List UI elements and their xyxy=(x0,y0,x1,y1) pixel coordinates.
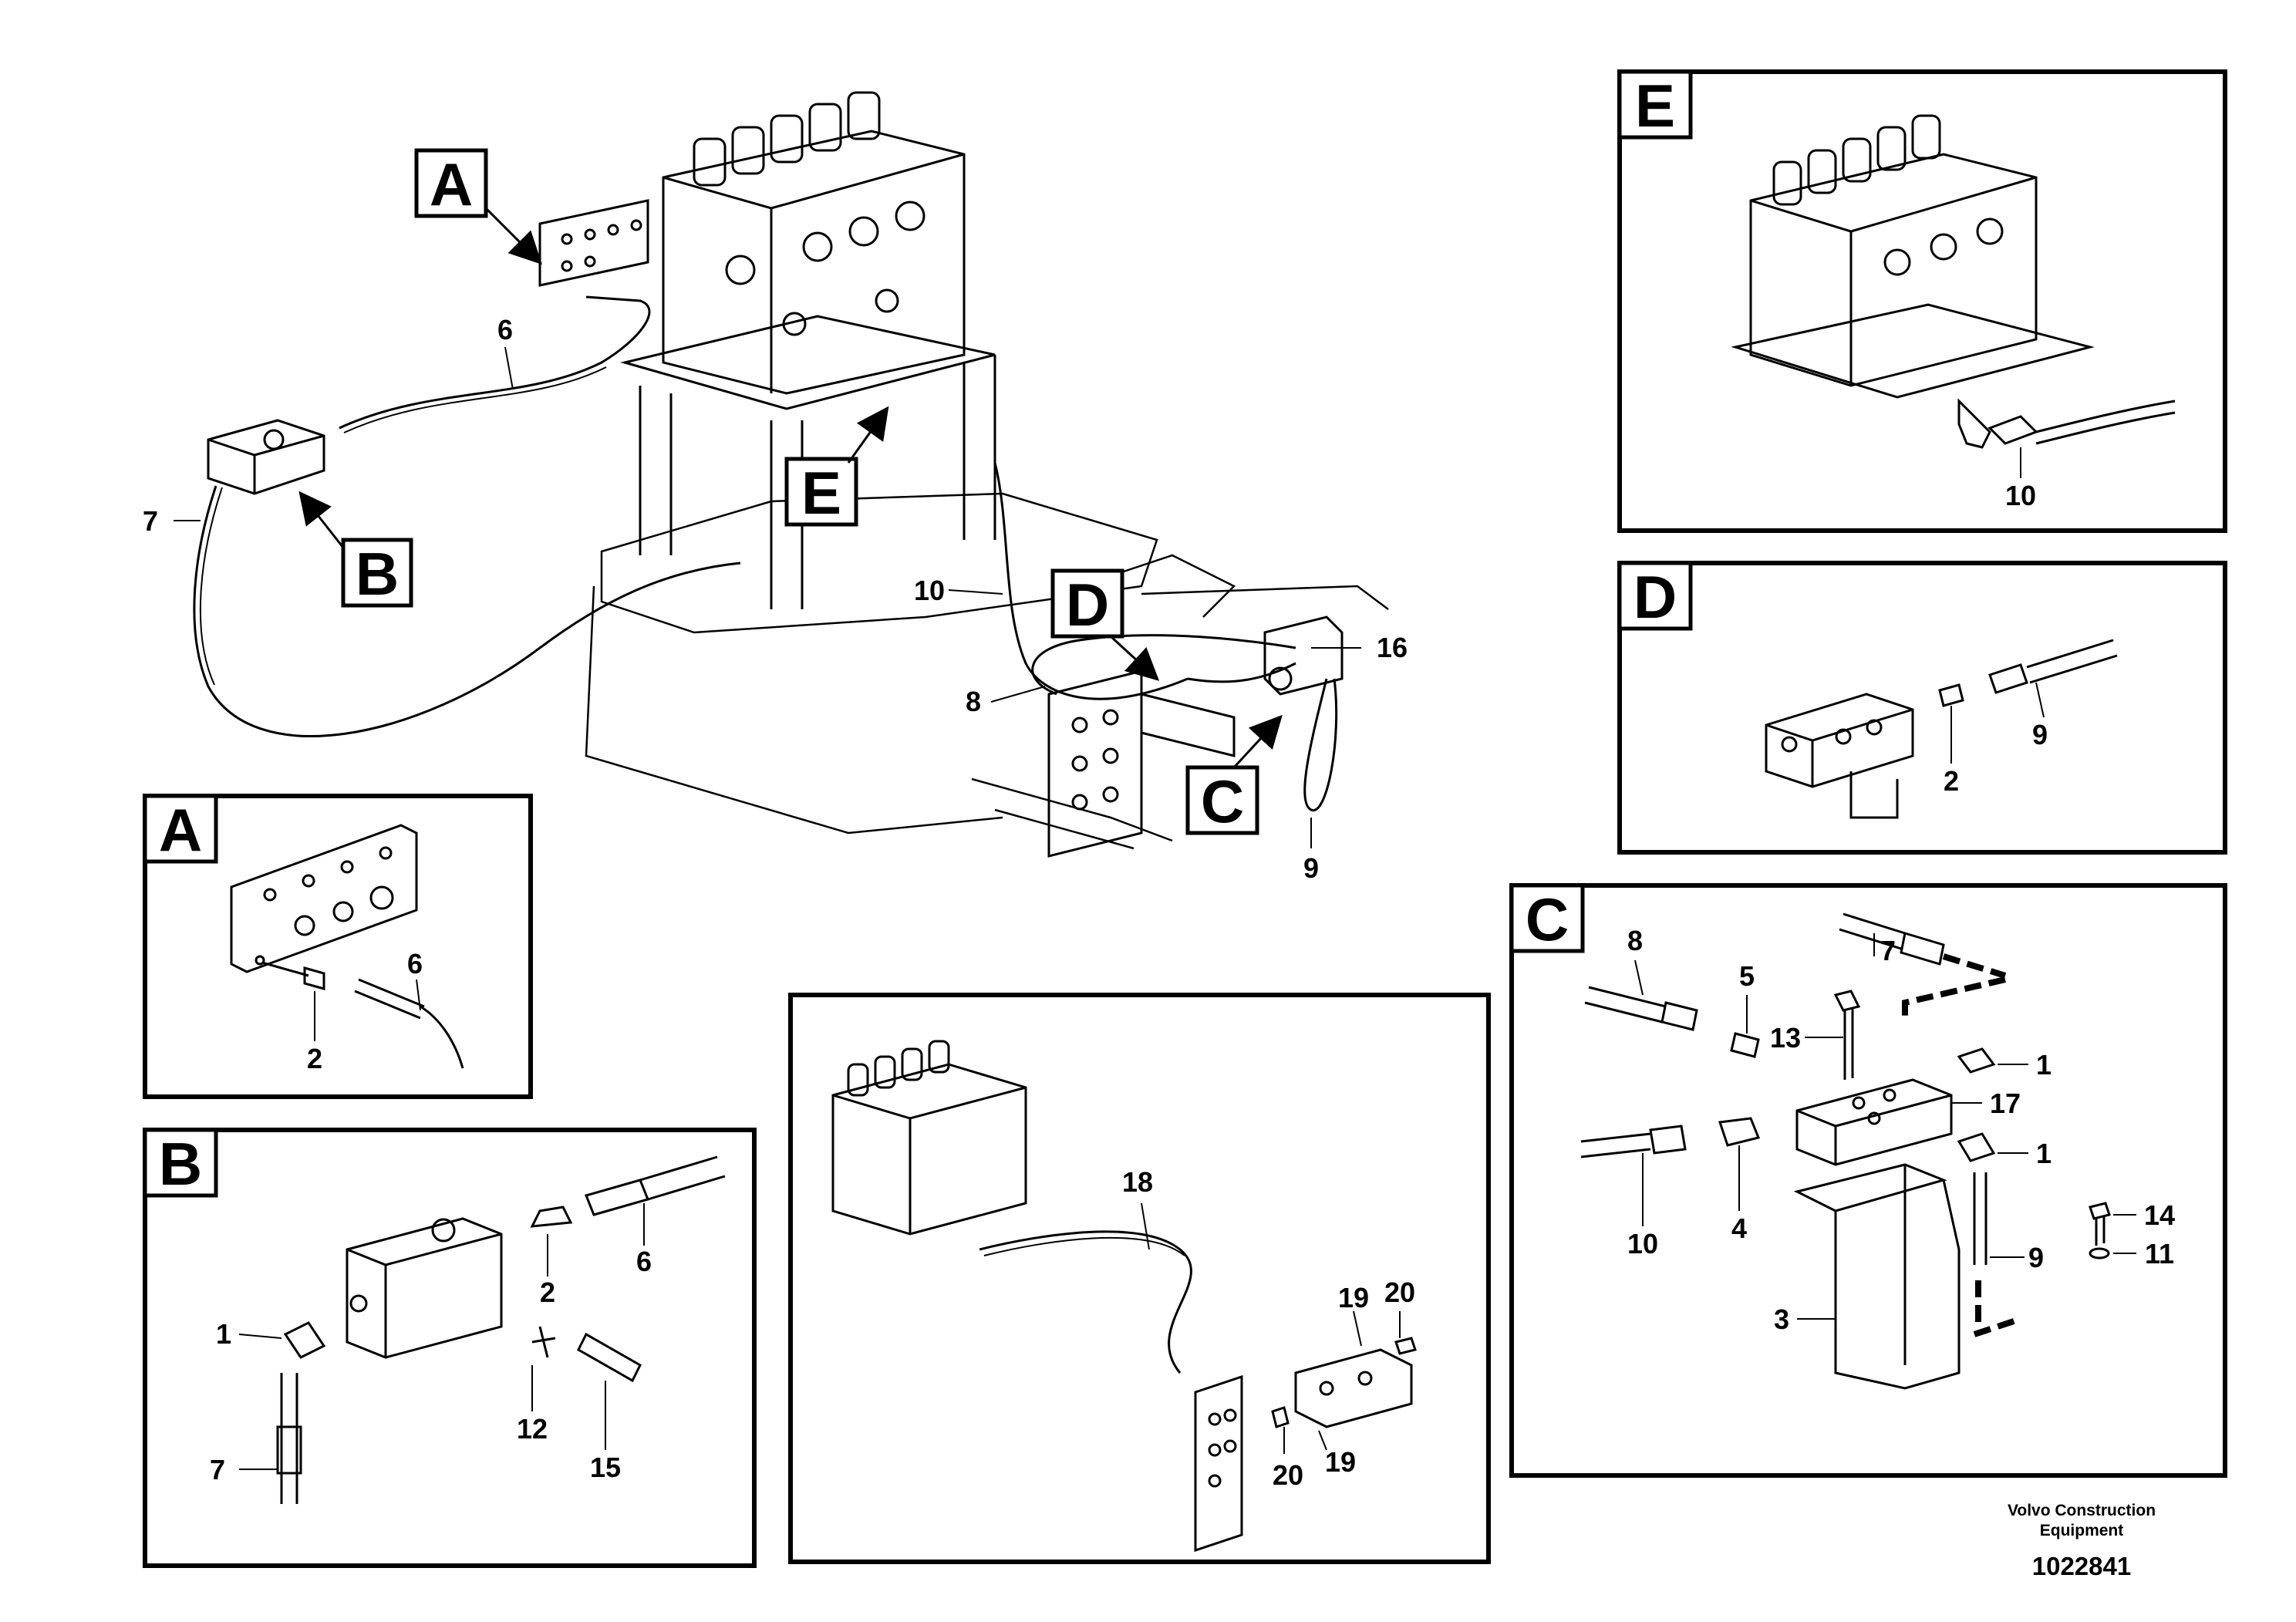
main-assembly-view xyxy=(193,91,1389,858)
hose-9 xyxy=(1303,678,1338,812)
callout-overview-20-bottom: 20 xyxy=(1273,1459,1303,1491)
callout-c-10: 10 xyxy=(1627,1228,1658,1259)
marker-d-label: D xyxy=(1066,571,1109,639)
callout-b-6: 6 xyxy=(636,1246,652,1277)
callout-e-10: 10 xyxy=(2005,480,2036,511)
panel-e-parts xyxy=(1731,114,2176,449)
panel-e-letterbox: E xyxy=(1617,69,1693,140)
callout-a-6: 6 xyxy=(407,948,423,980)
marker-c[interactable]: C xyxy=(1185,714,1283,835)
marker-e-label: E xyxy=(801,459,841,527)
shuttle-valve xyxy=(207,419,325,495)
detail-panel-c: C xyxy=(1509,883,2227,1478)
hose-6 xyxy=(339,295,651,430)
control-valve-block xyxy=(662,91,966,395)
marker-d[interactable]: D xyxy=(1050,568,1160,681)
panel-c-parts xyxy=(1580,912,2111,1390)
panel-a-parts xyxy=(230,824,464,1069)
callout-main-16: 16 xyxy=(1377,632,1408,663)
callout-main-6: 6 xyxy=(497,314,513,346)
callout-d-2: 2 xyxy=(1944,765,1959,797)
panel-a-letterbox: A xyxy=(143,794,218,864)
panel-c-letterbox: C xyxy=(1509,883,1585,953)
panel-e-label: E xyxy=(1635,72,1675,140)
callout-c-8: 8 xyxy=(1627,925,1643,956)
hose-16-branch xyxy=(1187,662,1296,683)
main-view-callouts: 6 7 10 8 16 9 xyxy=(143,314,1408,884)
callout-c-13: 13 xyxy=(1770,1022,1801,1054)
main-view-markers: A B E D C xyxy=(298,148,1283,835)
brand-line-2: Equipment xyxy=(2039,1522,2124,1539)
marker-e[interactable]: E xyxy=(784,406,889,527)
document-number: 1022841 xyxy=(2031,1552,2132,1580)
detail-panel-b: B 6 2 1 12 15 7 xyxy=(143,1128,757,1568)
callout-overview-19-top: 19 xyxy=(1338,1282,1369,1313)
hose-8 xyxy=(1031,634,1296,696)
callout-c-11: 11 xyxy=(2145,1238,2174,1270)
panel-b-label: B xyxy=(159,1130,202,1198)
panel-c-label: C xyxy=(1526,885,1569,953)
callout-d-9: 9 xyxy=(2032,719,2048,750)
callout-a-2: 2 xyxy=(307,1043,322,1074)
valve-block-d xyxy=(1047,669,1236,858)
callout-main-8: 8 xyxy=(966,686,981,717)
callout-c-5: 5 xyxy=(1739,960,1755,992)
callout-c-14: 14 xyxy=(2144,1199,2175,1231)
valve-support-stand xyxy=(620,315,996,609)
detail-panel-overview: 18 19 20 20 19 xyxy=(788,993,1491,1564)
callout-overview-20-top: 20 xyxy=(1384,1276,1415,1308)
callout-b-2: 2 xyxy=(540,1276,555,1308)
marker-c-label: C xyxy=(1201,767,1244,835)
marker-a-label: A xyxy=(430,150,473,218)
panel-d-letterbox: D xyxy=(1617,561,1693,631)
callout-b-1: 1 xyxy=(216,1318,231,1350)
callout-c-7: 7 xyxy=(1880,935,1896,966)
mounting-plate xyxy=(538,199,649,287)
callout-c-4: 4 xyxy=(1731,1212,1747,1244)
callout-main-7: 7 xyxy=(143,505,158,537)
callout-c-1-bottom: 1 xyxy=(2036,1138,2052,1169)
detail-panel-a: A 6 2 xyxy=(143,794,533,1099)
panel-d-parts xyxy=(1765,639,2118,819)
callout-overview-19-bottom: 19 xyxy=(1325,1446,1356,1478)
panel-a-label: A xyxy=(159,796,202,864)
panel-d-label: D xyxy=(1633,563,1677,631)
brand-line-1: Volvo Construction xyxy=(2007,1502,2156,1519)
callout-b-7: 7 xyxy=(210,1454,225,1485)
detail-panel-e: E 10 xyxy=(1617,69,2227,533)
panel-b-letterbox: B xyxy=(143,1128,218,1198)
callout-overview-18: 18 xyxy=(1122,1166,1153,1198)
callout-main-10: 10 xyxy=(914,575,945,606)
marker-a[interactable]: A xyxy=(414,148,542,265)
callout-b-15: 15 xyxy=(590,1452,621,1483)
callout-c-3: 3 xyxy=(1774,1303,1789,1335)
solenoid-valve xyxy=(1263,615,1344,696)
hose-7 xyxy=(193,485,741,737)
chassis-frame xyxy=(585,492,1389,850)
marker-b-label: B xyxy=(356,540,399,608)
panel-b-parts xyxy=(276,1155,726,1504)
callout-main-9: 9 xyxy=(1303,852,1319,884)
detail-panel-d: D 2 9 xyxy=(1617,561,2227,855)
callout-b-12: 12 xyxy=(517,1413,548,1445)
brand-caption: Volvo Construction Equipment xyxy=(1981,1501,2182,1541)
callout-c-1-top: 1 xyxy=(2036,1049,2052,1081)
callout-c-17: 17 xyxy=(1990,1088,2021,1119)
hose-10 xyxy=(993,462,1188,700)
callout-c-9: 9 xyxy=(2028,1242,2044,1273)
overview-parts xyxy=(831,1040,1417,1553)
marker-b[interactable]: B xyxy=(298,491,413,608)
